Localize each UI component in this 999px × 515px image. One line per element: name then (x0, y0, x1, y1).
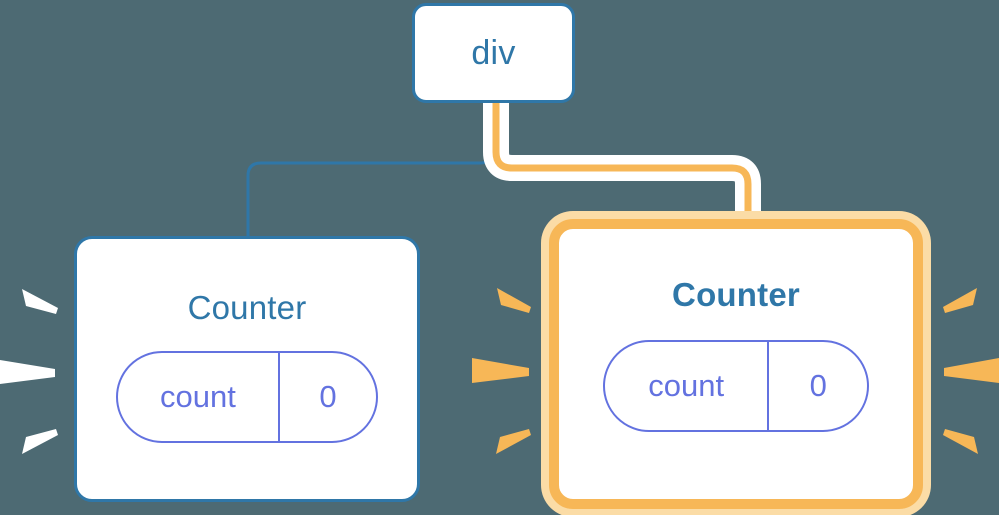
prop-pill-right[interactable]: count 0 (603, 340, 869, 432)
node-div[interactable]: div (412, 3, 575, 103)
edge-root-to-right-counter (492, 103, 752, 242)
prop-key-right: count (648, 368, 725, 403)
node-counter-left[interactable]: Counter count 0 (74, 236, 420, 502)
node-div-label: div (471, 33, 516, 72)
prop-value-right: 0 (767, 342, 867, 430)
prop-key-left: count (160, 379, 236, 414)
node-counter-left-label: Counter (187, 289, 307, 326)
node-counter-right-label: Counter (672, 276, 800, 313)
node-counter-right[interactable]: Counter count 0 (549, 219, 923, 509)
prop-value-left: 0 (277, 353, 376, 441)
edge-root-to-left-counter (246, 103, 495, 237)
prop-pill-left[interactable]: count 0 (116, 351, 378, 443)
